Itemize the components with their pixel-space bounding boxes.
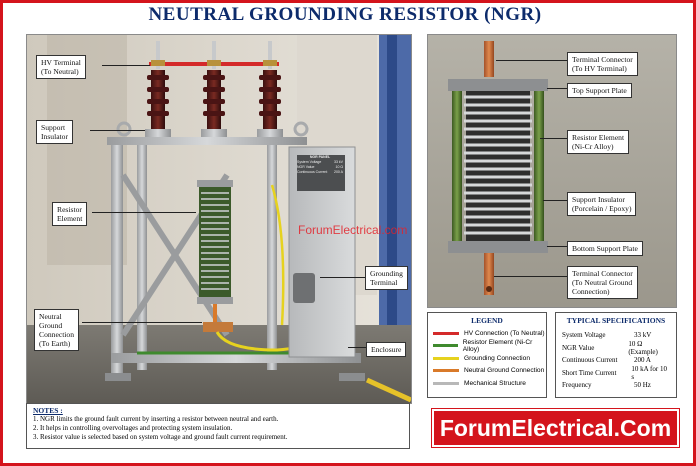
nameplate-value: 33 kV bbox=[334, 160, 343, 164]
legend-item: Resistor Element (Ni-Cr Alloy) bbox=[428, 339, 546, 353]
leader-line bbox=[496, 60, 567, 61]
legend-heading: LEGEND bbox=[471, 316, 503, 325]
note-item: 1. NGR limits the ground fault current b… bbox=[33, 415, 279, 423]
legend-item: Mechanical Structure bbox=[428, 377, 546, 390]
label-top-plate: Top Support Plate bbox=[567, 83, 632, 98]
legend-item: Grounding Connection bbox=[428, 352, 546, 365]
legend-swatch bbox=[433, 331, 459, 335]
leader-line bbox=[540, 138, 567, 139]
nameplate-key: NGR Value bbox=[297, 165, 315, 169]
leader-line bbox=[90, 130, 145, 131]
leader-line bbox=[547, 88, 567, 89]
label-terminal-hv: Terminal Connector(To HV Terminal) bbox=[567, 52, 638, 76]
nameplate-key: Continuous Current bbox=[297, 170, 328, 174]
label-support-insulator-right: Support Insulator(Porcelain / Epoxy) bbox=[567, 192, 637, 216]
nameplate-key: System Voltage bbox=[297, 160, 322, 164]
leader-line bbox=[82, 322, 202, 323]
leader-line bbox=[320, 277, 365, 278]
ngr-nameplate: NGR PANEL System Voltage 33 kV NGR Value 1… bbox=[297, 155, 343, 189]
notes-heading: NOTES : bbox=[33, 406, 63, 415]
ngr-photo-left bbox=[26, 34, 412, 404]
nameplate-value: 10 Ω bbox=[335, 165, 343, 169]
legend-swatch bbox=[433, 356, 459, 360]
legend-item: Neutral Ground Connection bbox=[428, 365, 546, 378]
watermark: ForumElectrical.com bbox=[298, 223, 408, 237]
leader-line bbox=[102, 65, 150, 66]
ngr-photo-right bbox=[427, 34, 677, 308]
notes-box: NOTES : 1. NGR limits the ground fault c… bbox=[26, 403, 410, 449]
nameplate-value: 200 A bbox=[334, 170, 343, 174]
note-item: 2. It helps in controlling overvoltages … bbox=[33, 424, 233, 432]
ngr-assembly-illustration bbox=[27, 35, 411, 403]
legend-swatch bbox=[433, 381, 459, 385]
legend-swatch bbox=[433, 369, 459, 373]
page-title: NEUTRAL GROUNDING RESISTOR (NGR) bbox=[148, 4, 542, 25]
leader-line bbox=[547, 246, 567, 247]
leader-line bbox=[348, 347, 366, 348]
label-enclosure: Enclosure bbox=[366, 342, 407, 357]
label-bottom-plate: Bottom Support Plate bbox=[567, 241, 643, 256]
legend-box: LEGEND HV Connection (To Neutral) Resist… bbox=[427, 312, 547, 398]
note-item: 3. Resistor value is selected based on s… bbox=[33, 433, 288, 441]
leader-line bbox=[494, 276, 567, 277]
label-resistor-ni-cr: Resistor Element(Ni-Cr Alloy) bbox=[567, 130, 630, 154]
legend-item: HV Connection (To Neutral) bbox=[428, 327, 546, 340]
leader-line bbox=[92, 212, 196, 213]
resistor-stack-illustration bbox=[428, 35, 676, 307]
nameplate-heading: NGR PANEL bbox=[309, 155, 331, 159]
brand-banner: ForumElectrical.Com bbox=[431, 408, 680, 448]
legend-swatch bbox=[433, 344, 458, 348]
specifications-heading: TYPICAL SPECIFICATIONS bbox=[566, 316, 666, 325]
leader-line bbox=[543, 200, 567, 201]
label-hv-terminal: HV Terminal(To Neutral) bbox=[36, 55, 86, 79]
